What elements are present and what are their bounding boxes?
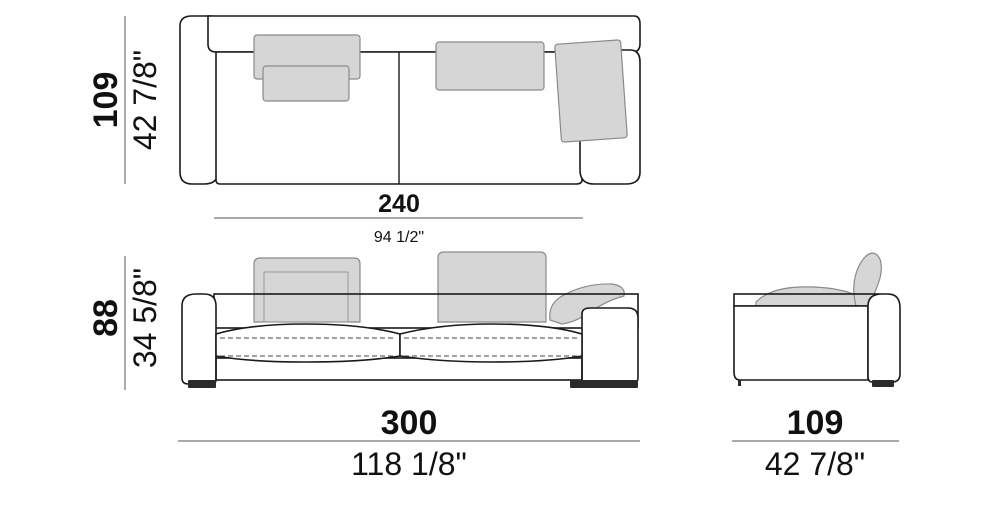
- front-cushion-2-seam: [404, 337, 578, 357]
- top-width-cm-label: 240: [378, 190, 420, 218]
- side-pillow-2: [853, 252, 882, 307]
- front-pillow-2: [437, 251, 547, 323]
- front-foot-left: [188, 380, 216, 388]
- top-depth-cm-label: 109: [87, 72, 125, 129]
- side-armrest: [867, 293, 901, 383]
- front-width-cm-label: 300: [381, 404, 438, 442]
- side-depth-cm-label: 109: [787, 404, 844, 442]
- front-left-armrest: [181, 293, 217, 385]
- front-base: [215, 357, 583, 381]
- front-pillow-1: [253, 257, 361, 323]
- top-pillow-3: [435, 41, 545, 91]
- top-view: 109 42 7/8" 240 94 1/2": [87, 15, 641, 246]
- side-pillow-1: [755, 286, 863, 307]
- side-frame: [733, 305, 869, 381]
- front-cushion-1-seam: [220, 337, 396, 357]
- side-foot-front: [872, 380, 894, 387]
- side-foot-back: [738, 380, 741, 386]
- front-height-in-label: 34 5/8": [127, 268, 163, 368]
- top-width-in-label: 94 1/2": [374, 229, 424, 246]
- front-seat-cushion-2: [399, 323, 583, 363]
- top-pillow-4: [554, 39, 628, 143]
- front-foot-right: [570, 380, 638, 388]
- side-view: 109 42 7/8": [732, 252, 901, 482]
- front-height-cm-label: 88: [87, 299, 125, 337]
- front-view: 88 34 5/8" 300 118 1/8": [87, 251, 640, 482]
- top-pillow-2: [262, 65, 350, 102]
- side-depth-in-label: 42 7/8": [765, 446, 865, 482]
- front-pillow-1-inner: [263, 271, 349, 323]
- front-right-armrest: [581, 307, 639, 385]
- front-width-in-label: 118 1/8": [351, 446, 467, 482]
- top-depth-in-label: 42 7/8": [127, 50, 163, 150]
